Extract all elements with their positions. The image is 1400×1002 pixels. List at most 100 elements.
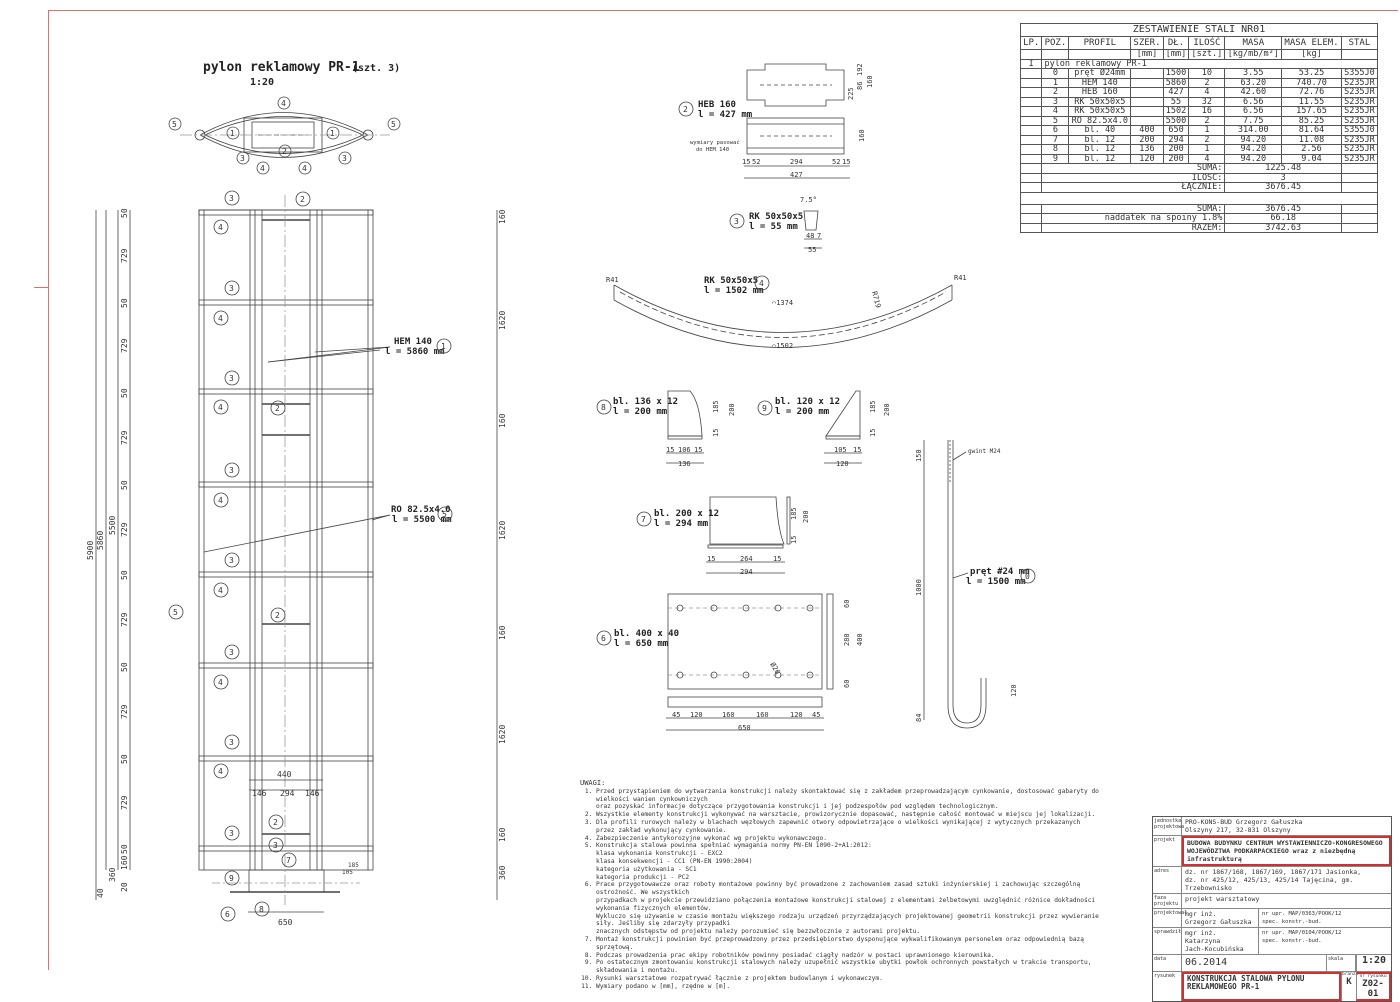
- steel-cell: 5860: [1162, 77, 1190, 88]
- p4-r41-left: R41: [606, 276, 619, 284]
- steel-cell: 7.75: [1224, 115, 1283, 126]
- p3-profile: RK 50x50x5: [749, 212, 803, 222]
- dim-bottom-40: 40: [96, 888, 105, 898]
- tb-lbl-sheet: nr rysunku: [1359, 974, 1387, 979]
- dim-729-3: 729: [120, 430, 129, 445]
- p4-profile: RK 50x50x5: [704, 276, 758, 286]
- p2-dim-160: 160: [866, 75, 874, 88]
- p6-dw-160a: 160: [722, 711, 735, 719]
- steel-cell: 294: [1162, 134, 1190, 145]
- tb-checker-line1: mgr inż. Katarzyna: [1185, 929, 1221, 945]
- rdim-160-1: 160: [498, 209, 507, 224]
- p7-dw-15b: 15: [773, 555, 781, 563]
- rdim-360: 360: [498, 865, 507, 880]
- bub-3e: 3: [229, 556, 234, 565]
- steel-cell: 650: [1162, 125, 1190, 136]
- rdim-1620-3: 1620: [498, 725, 507, 744]
- steel-cell: 5500: [1162, 115, 1190, 126]
- steel-cell: 63.20: [1224, 77, 1283, 88]
- steel-cell: [1130, 106, 1164, 117]
- p8-length: l = 200 mm: [613, 407, 668, 417]
- p2-dim-192: 192: [856, 63, 864, 76]
- th-lp: LP.: [1019, 36, 1043, 50]
- p2-dw-15a: 15: [742, 158, 750, 166]
- tb-project-line2: WOJEWÓDZTWA PODKARPACKIEGO wraz z niezbę…: [1187, 847, 1356, 863]
- p3-angle: 7.5°: [800, 196, 817, 204]
- tb-lbl-project: projekt: [1153, 836, 1182, 866]
- p3-num: 3: [734, 217, 739, 226]
- p3-dim-7: 7: [817, 232, 821, 240]
- base-width-dim: 650: [278, 918, 293, 927]
- group-lp: I: [1019, 58, 1043, 69]
- bub-4b: 4: [218, 314, 223, 323]
- dim-729-2: 729: [120, 338, 129, 353]
- steel-cell: 314.00: [1224, 125, 1283, 136]
- steel-cell: 11.08: [1281, 134, 1342, 145]
- suma-value: 1225.48: [1224, 163, 1342, 174]
- tb-drawing-line2: REKLAMOWEGO PR-1: [1187, 982, 1260, 991]
- suma-label: SUMA:: [1041, 163, 1226, 174]
- steel-cell: S235JR: [1340, 87, 1379, 98]
- p7-dh-200: 200: [802, 510, 810, 523]
- p0-num: 0: [1025, 572, 1030, 581]
- steel-cell: [1130, 77, 1164, 88]
- tb-project-line1: BUDOWA BUDYNKU CENTRUM WYSTAWIENNICZO-KO…: [1187, 839, 1383, 847]
- ilosc-value: 3: [1224, 172, 1342, 183]
- steel-cell: bl. 40: [1068, 125, 1132, 136]
- p2-dim-side: 160: [858, 129, 866, 142]
- steel-cell: 427: [1162, 87, 1190, 98]
- note-item: Montaż konstrukcji powinien być przeprow…: [596, 936, 1100, 952]
- steel-cell: 1: [1041, 77, 1070, 88]
- p0-dim-150: 150: [915, 449, 923, 462]
- plan-label-1-right: 1: [330, 129, 335, 138]
- tb-sheet-no: Z02-01: [1362, 979, 1384, 999]
- p8-num: 8: [601, 403, 606, 412]
- dim-bottom-160: 160: [120, 855, 129, 870]
- bub-2c: 2: [275, 611, 280, 620]
- steel-cell: S235JR: [1340, 96, 1379, 107]
- p6-hole: Ø26: [768, 661, 781, 676]
- rdim-160-4: 160: [498, 827, 507, 842]
- steel-cell: 4: [1041, 106, 1070, 117]
- p6-dw-160b: 160: [756, 711, 769, 719]
- p2-note1: wymiary pasować: [690, 139, 740, 146]
- plan-label-5-right: 5: [391, 120, 396, 129]
- p9-dw-105: 105: [834, 446, 847, 454]
- note-item: Prace przygotowawcze oraz roboty montażo…: [596, 881, 1100, 936]
- note-item: Po ostatecznym zmontowaniu konstrukcji s…: [596, 959, 1100, 975]
- bub-3b: 3: [229, 284, 234, 293]
- ilosc-label: ILOŚĆ:: [1041, 172, 1226, 183]
- steel-cell: 7: [1041, 134, 1070, 145]
- steel-cell: 10: [1188, 68, 1226, 79]
- steel-cell: 200: [1130, 134, 1164, 145]
- bub-6: 6: [225, 910, 230, 919]
- steel-table: ZESTAWIENIE STALI NR01 LP. POZ. PROFIL S…: [1019, 23, 1379, 233]
- ro82-length: l = 5500 mm: [392, 515, 452, 525]
- frame-top-line: [48, 10, 1398, 11]
- p4-r719: R719: [870, 290, 882, 308]
- p6-dw-45b: 45: [812, 711, 820, 719]
- dim-729-7: 729: [120, 795, 129, 810]
- unit-szer: [mm]: [1130, 49, 1164, 60]
- p7-dh-15: 15: [790, 536, 798, 544]
- steel-cell: S235JR: [1340, 144, 1379, 155]
- steel-cell: 94.20: [1224, 153, 1283, 164]
- p6-dw-45a: 45: [672, 711, 680, 719]
- steel-cell: 11.55: [1281, 96, 1342, 107]
- drawing-canvas: pylon reklamowy PR-1 (szt. 3) 1:20 5 5 4…: [86, 60, 1036, 927]
- p2-note2: do HEM 140: [696, 147, 729, 153]
- p3-length: l = 55 mm: [749, 222, 798, 232]
- steel-cell: S235JR: [1340, 115, 1379, 126]
- steel-cell: bl. 12: [1068, 153, 1132, 164]
- p6-dr-280: 280: [843, 633, 851, 646]
- razem-label: RAZEM:: [1041, 222, 1226, 233]
- p6-dw-120b: 120: [790, 711, 803, 719]
- bub-7: 7: [286, 856, 291, 865]
- bub-3c: 3: [229, 374, 234, 383]
- p7-total: 294: [740, 568, 753, 576]
- razem-value: 3742.63: [1224, 222, 1342, 233]
- notes-title: UWAGI:: [580, 779, 606, 787]
